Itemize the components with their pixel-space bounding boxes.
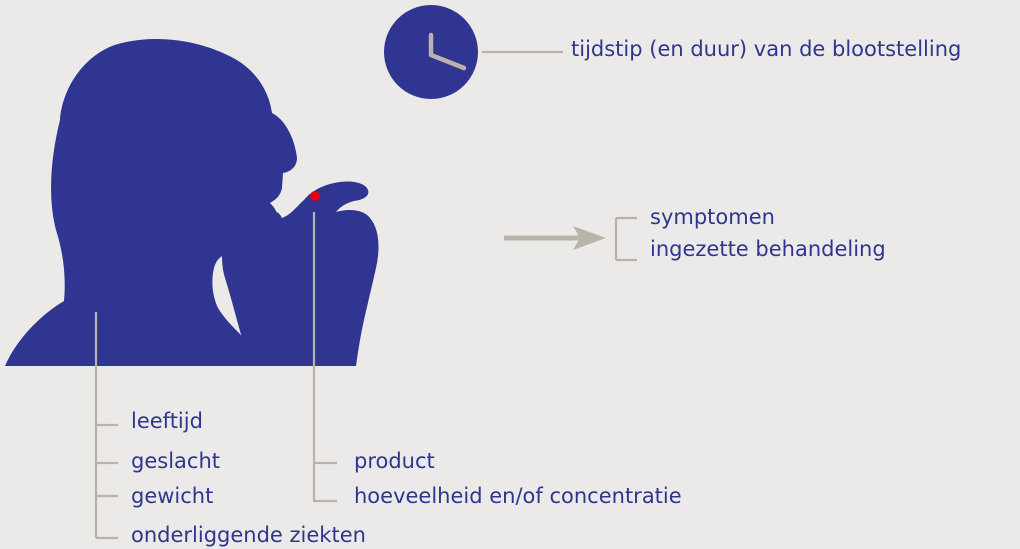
outcome-bracket (616, 218, 637, 260)
sex-label: geslacht (131, 451, 220, 472)
person-silhouette (5, 39, 378, 366)
time-label: tijdstip (en duur) van de blootstelling (571, 39, 961, 60)
product-label: product (354, 451, 435, 472)
product-details-bracket (314, 463, 337, 501)
treatment-label: ingezette behandeling (650, 239, 886, 260)
conditions-label: onderliggende ziekten (131, 525, 366, 546)
arrow-right-icon (504, 226, 606, 250)
age-label: leeftijd (131, 411, 203, 432)
pill (310, 191, 320, 201)
amount-label: hoeveelheid en/of concentratie (354, 486, 682, 507)
weight-label: gewicht (131, 486, 213, 507)
clock-icon (384, 5, 563, 99)
symptoms-label: symptomen (650, 207, 775, 228)
